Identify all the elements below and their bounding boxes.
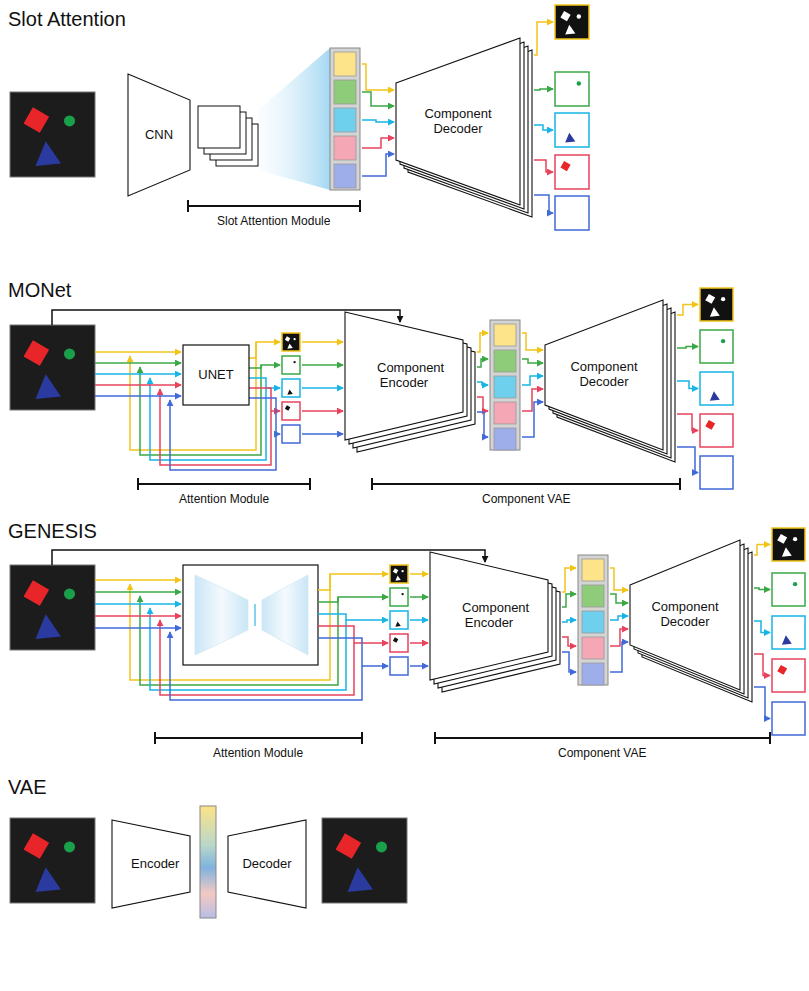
cnn-trapezoid: CNN xyxy=(128,74,190,196)
node-label: Component Decoder xyxy=(400,107,516,137)
unet-box: UNET xyxy=(183,345,249,405)
node-label: Component Encoder xyxy=(377,361,431,391)
section-title: MONet xyxy=(8,279,71,302)
node-label: Component Encoder xyxy=(462,601,516,631)
section-title: VAE xyxy=(8,776,47,799)
node-label: Component Decoder xyxy=(634,600,736,630)
decoder-trapezoid: Component Decoder xyxy=(396,38,520,205)
encoder-trapezoid: Component Encoder xyxy=(345,312,463,440)
decoder-trapezoid: Decoder xyxy=(228,820,306,908)
section-title: Slot Attention xyxy=(8,8,126,31)
node-label: Encoder xyxy=(131,857,171,872)
node-label: CNN xyxy=(145,128,173,143)
module-label: Component VAE xyxy=(482,492,571,506)
node-label: UNET xyxy=(198,368,233,383)
encoder-trapezoid: Encoder xyxy=(112,820,190,908)
module-label: Attention Module xyxy=(179,492,269,506)
section-title: GENESIS xyxy=(8,520,97,543)
module-label: Slot Attention Module xyxy=(217,214,330,228)
module-label: Attention Module xyxy=(213,746,303,760)
node-label: Component Decoder xyxy=(549,360,659,390)
module-label: Component VAE xyxy=(558,746,647,760)
node-label: Decoder xyxy=(242,857,291,872)
decoder-trapezoid: Component Decoder xyxy=(630,540,740,690)
decoder-trapezoid: Component Decoder xyxy=(545,300,663,450)
encoder-trapezoid: Component Encoder xyxy=(430,552,548,680)
